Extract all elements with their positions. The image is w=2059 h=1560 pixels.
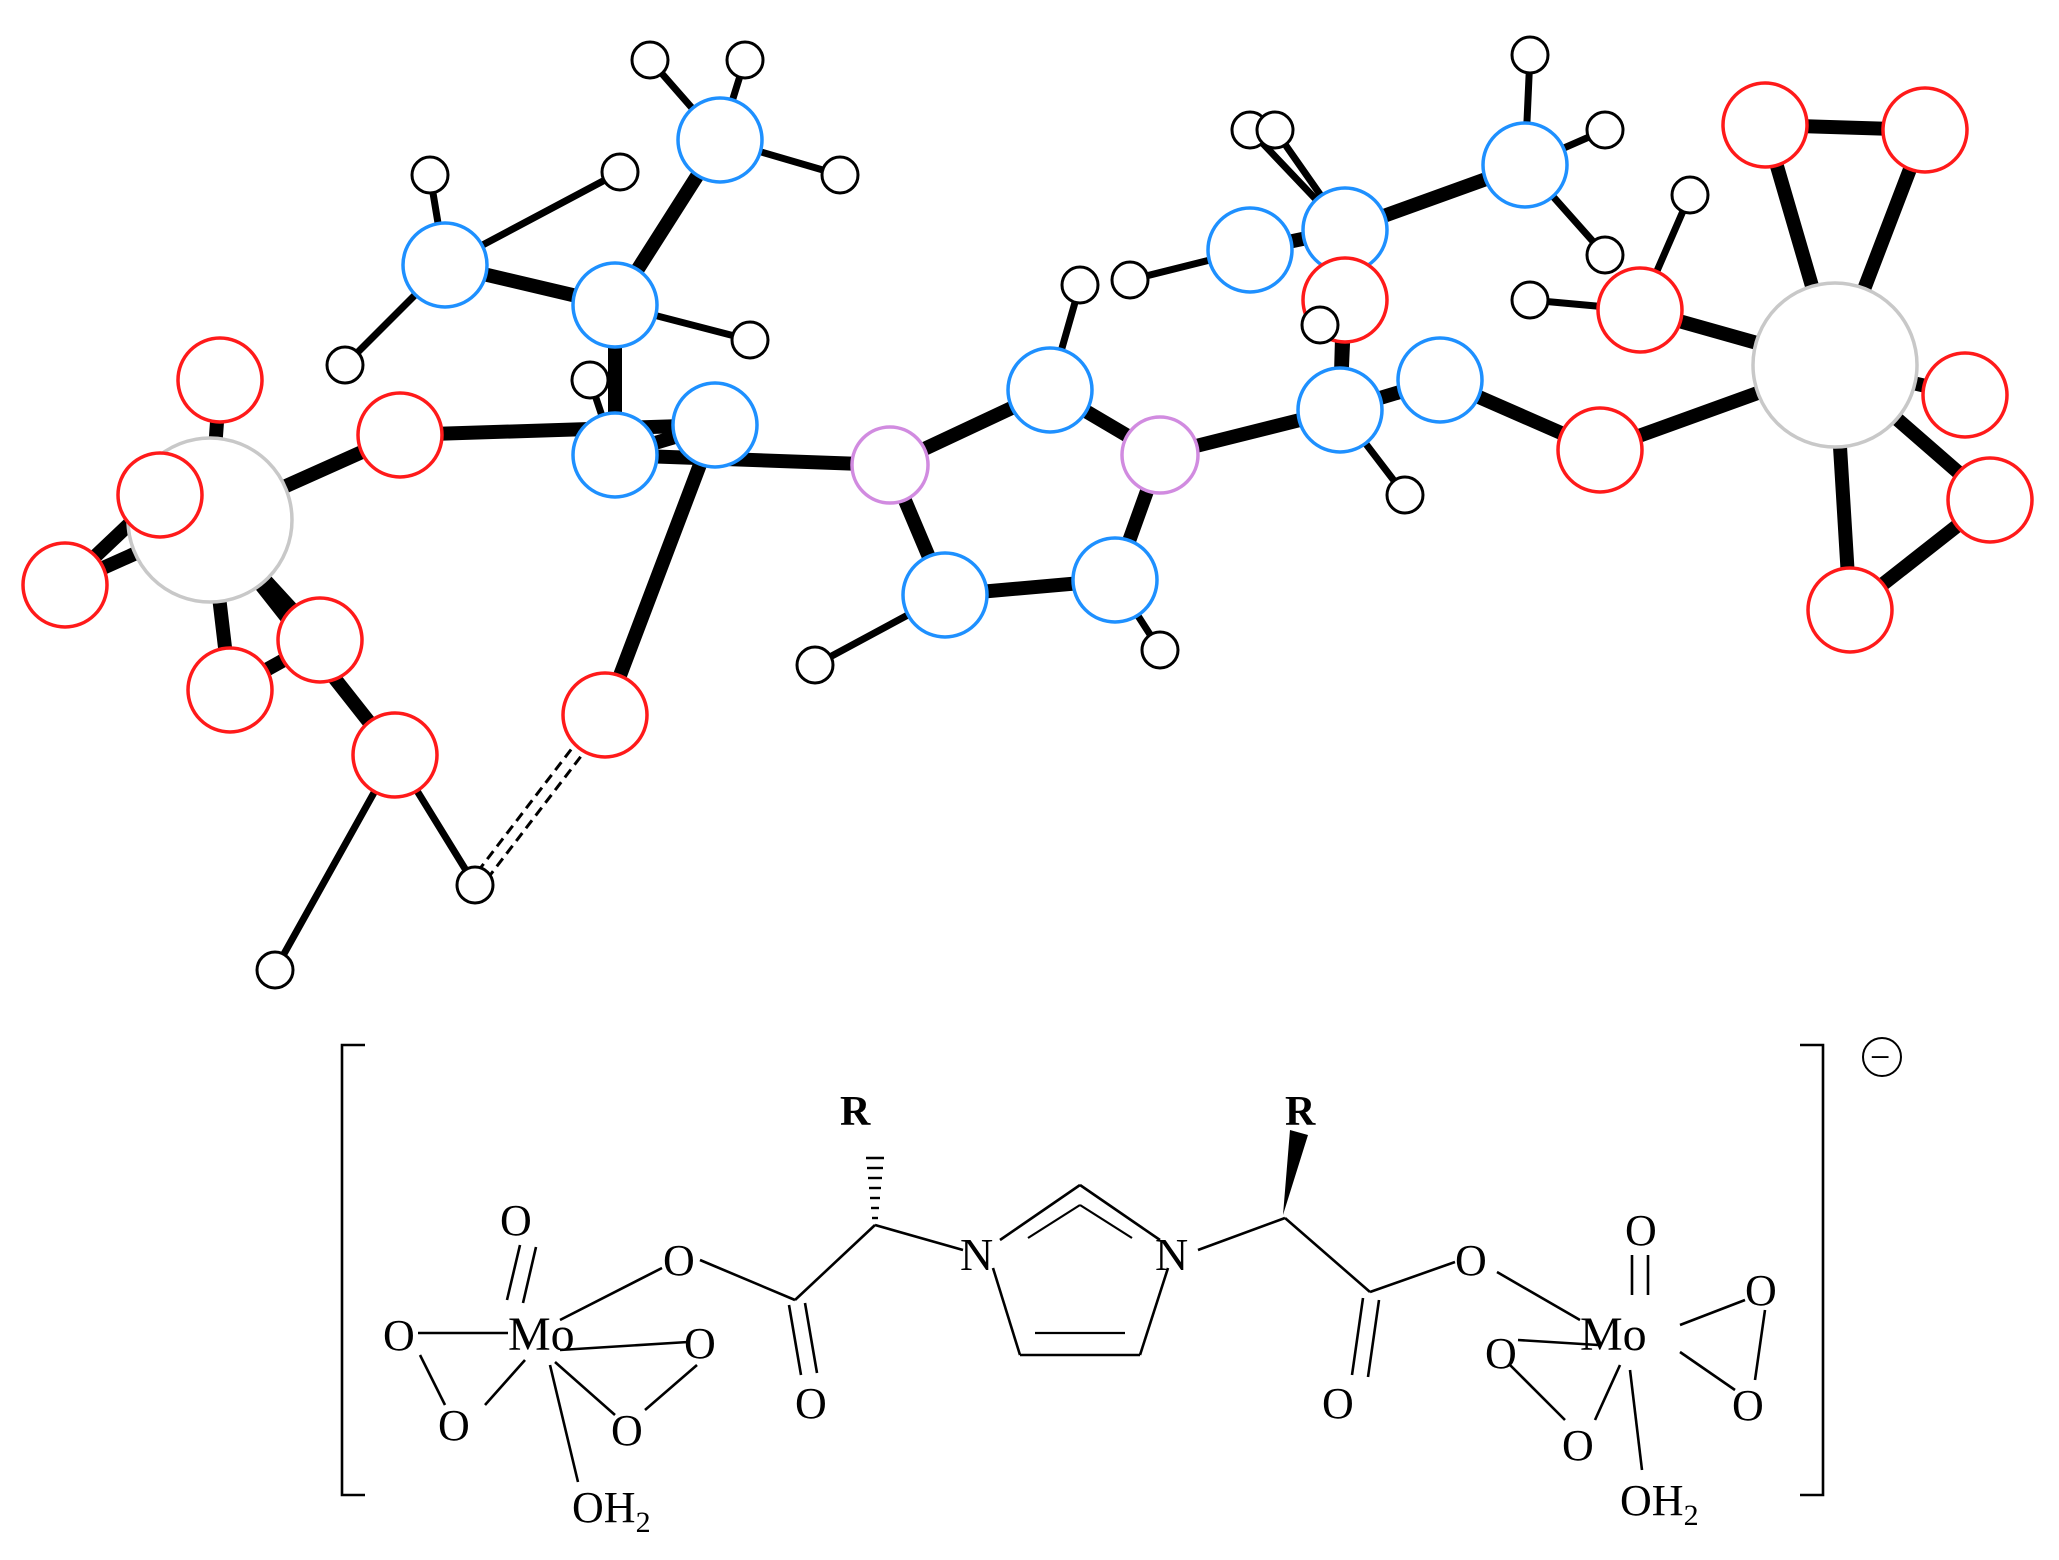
- hydrogen-atom: [1300, 305, 1340, 345]
- carbon-atom: [1396, 336, 1484, 424]
- oxo-label: O: [1625, 1206, 1657, 1255]
- oxygen-atom: [1556, 406, 1644, 494]
- hydrogen-atom: [1510, 35, 1550, 75]
- carbon-atom: [901, 551, 989, 639]
- hydrogen-atom: [1140, 630, 1180, 670]
- molybdenum-atom: [1751, 281, 1919, 449]
- peroxo-label: O: [383, 1311, 415, 1360]
- water-label-left: OH2: [572, 1483, 651, 1539]
- carbon-atom: [1481, 121, 1569, 209]
- hydrogen-atom: [795, 645, 835, 685]
- mo-label-right: Mo: [1580, 1308, 1647, 1361]
- hydrogen-atom: [820, 155, 860, 195]
- mo-label-left: Mo: [508, 1308, 575, 1361]
- hydrogen-atom: [1255, 110, 1295, 150]
- oxygen-atom: [356, 391, 444, 479]
- n-label-left: N: [960, 1229, 993, 1280]
- water-label-right: OH2: [1620, 1476, 1699, 1532]
- hashed-wedge-bond: [866, 1156, 884, 1220]
- hydrogen-atom: [1585, 235, 1625, 275]
- nitrogen-atom: [850, 425, 930, 505]
- charge-circle: [1862, 1037, 1902, 1077]
- nitrogen-atom: [1120, 415, 1200, 495]
- carbonyl-o-label: O: [795, 1379, 827, 1428]
- charge-sign: −: [1870, 1037, 1890, 1077]
- carbon-atom: [676, 96, 764, 184]
- oxygen-atom: [1596, 266, 1684, 354]
- hydrogen-atom: [1585, 110, 1625, 150]
- peroxo-label: O: [1745, 1266, 1777, 1315]
- hydrogen-atom: [455, 865, 495, 905]
- peroxo-label: O: [611, 1406, 643, 1455]
- oxygen-atom: [1721, 81, 1809, 169]
- carbonyl-o-label: O: [1322, 1379, 1354, 1428]
- oxygen-atom: [186, 646, 274, 734]
- bond-stick: [598, 418, 722, 722]
- carbon-atom: [1296, 366, 1384, 454]
- hydrogen-atom: [1670, 175, 1710, 215]
- oxygen-atom: [116, 451, 204, 539]
- r-label-right: R: [1285, 1089, 1316, 1135]
- carboxylate-o-label: O: [1455, 1236, 1487, 1285]
- carbon-atom: [571, 261, 659, 349]
- peroxo-label: O: [1732, 1381, 1764, 1430]
- structural-formula: [340, 1037, 1902, 1497]
- hydrogen-atom: [600, 152, 640, 192]
- hydrogen-atom: [570, 360, 610, 400]
- carbon-atom: [1071, 536, 1159, 624]
- hydrogen-atom: [325, 345, 365, 385]
- hydrogen-atom: [630, 40, 670, 80]
- carbon-atom: [1006, 346, 1094, 434]
- hydrogen-atom: [1060, 265, 1100, 305]
- carbon-atom: [571, 411, 659, 499]
- oxygen-atom: [351, 711, 439, 799]
- hydrogen-atom: [1385, 475, 1425, 515]
- hydrogen-atom: [1110, 260, 1150, 300]
- carbon-atom: [401, 221, 489, 309]
- ball-and-stick-model: [21, 35, 2034, 990]
- hydrogen-atom: [410, 155, 450, 195]
- oxygen-atom: [1921, 351, 2009, 439]
- n-label-right: N: [1155, 1229, 1188, 1280]
- r-label-left: R: [840, 1089, 871, 1135]
- oxygen-atom: [561, 671, 649, 759]
- hydrogen-atom: [1510, 280, 1550, 320]
- right-bracket: [1800, 1043, 1825, 1497]
- hydrogen-atom: [255, 950, 295, 990]
- oxygen-atom: [276, 596, 364, 684]
- peroxo-label: O: [1562, 1421, 1594, 1470]
- carbon-atom: [671, 381, 759, 469]
- bond-stick: [393, 418, 722, 442]
- peroxo-label: O: [684, 1319, 716, 1368]
- oxygen-atom: [1881, 86, 1969, 174]
- hydrogen-atom: [725, 40, 765, 80]
- carbon-atom: [1206, 206, 1294, 294]
- oxygen-atom: [176, 336, 264, 424]
- oxygen-atom: [21, 541, 109, 629]
- solid-wedge-bond: [1283, 1130, 1308, 1215]
- hydrogen-atom: [730, 320, 770, 360]
- carboxylate-o-label: O: [663, 1236, 695, 1285]
- left-bracket: [340, 1043, 365, 1497]
- oxygen-atom: [1946, 456, 2034, 544]
- bond-stick: [608, 448, 897, 472]
- oxo-label: O: [500, 1196, 532, 1245]
- peroxo-label: O: [438, 1401, 470, 1450]
- oxygen-atom: [1806, 566, 1894, 654]
- peroxo-label: O: [1485, 1329, 1517, 1378]
- formula-labels: Mo Mo N N R R O O O O O O O OH2 O O O O …: [383, 1037, 1890, 1539]
